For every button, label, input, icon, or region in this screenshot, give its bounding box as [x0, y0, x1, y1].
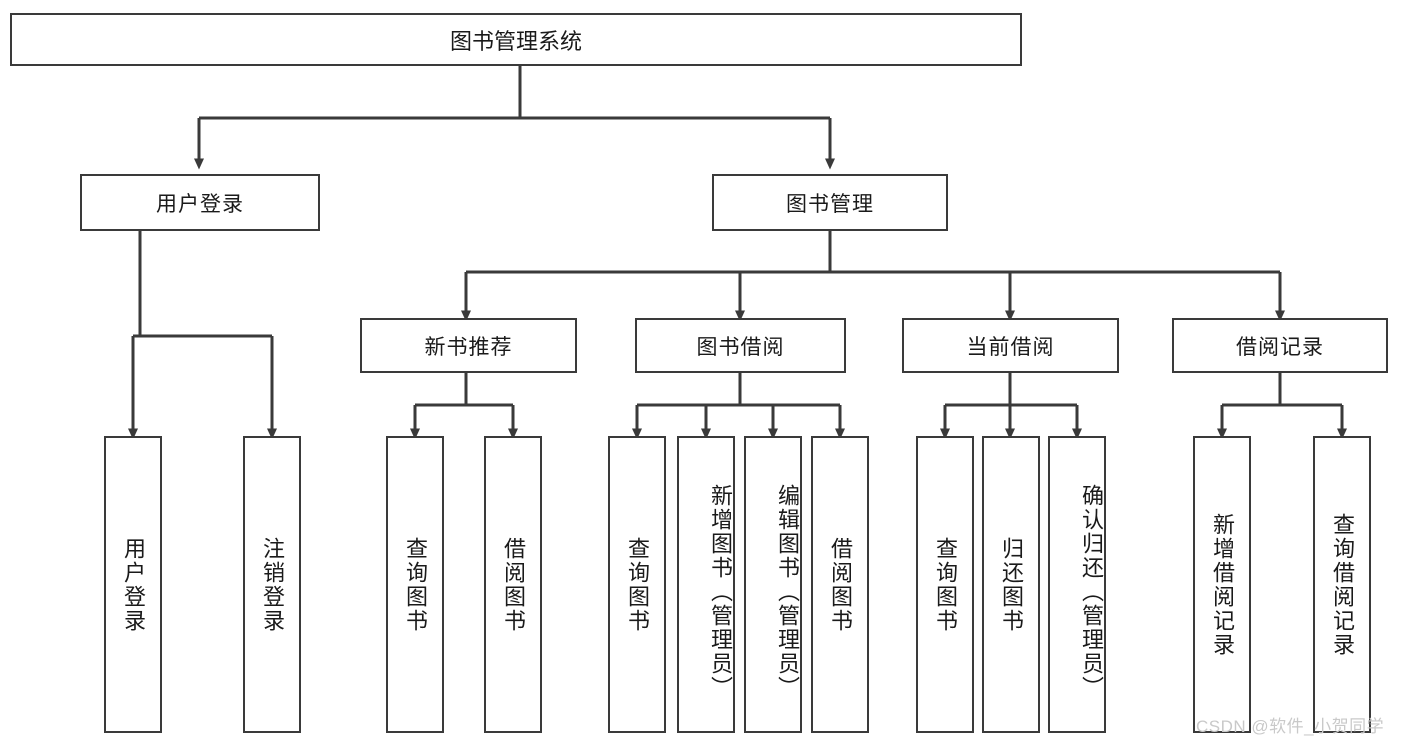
leaf-query-book-borrow[interactable]: 查询图书	[608, 436, 666, 733]
node-book-borrow[interactable]: 图书借阅	[635, 318, 846, 373]
leaf-edit-book-admin[interactable]: 编辑图书（管理员）	[744, 436, 802, 733]
leaf-borrow-book[interactable]: 借阅图书	[811, 436, 869, 733]
leaf-return-book[interactable]: 归还图书	[982, 436, 1040, 733]
leaf-confirm-return-admin[interactable]: 确认归还（管理员）	[1048, 436, 1106, 733]
leaf-query-borrow-record[interactable]: 查询借阅记录	[1313, 436, 1371, 733]
leaf-query-book-current[interactable]: 查询图书	[916, 436, 974, 733]
leaf-borrow-book-recommend[interactable]: 借阅图书	[484, 436, 542, 733]
leaf-logout[interactable]: 注销登录	[243, 436, 301, 733]
node-new-book-recommend[interactable]: 新书推荐	[360, 318, 577, 373]
leaf-user-login[interactable]: 用户登录	[104, 436, 162, 733]
leaf-add-book-admin[interactable]: 新增图书（管理员）	[677, 436, 735, 733]
node-user-login[interactable]: 用户登录	[80, 174, 320, 231]
leaf-add-borrow-record[interactable]: 新增借阅记录	[1193, 436, 1251, 733]
node-current-borrow[interactable]: 当前借阅	[902, 318, 1119, 373]
leaf-query-book-recommend[interactable]: 查询图书	[386, 436, 444, 733]
watermark: CSDN @软件_小贺同学	[1196, 717, 1385, 736]
node-book-management[interactable]: 图书管理	[712, 174, 948, 231]
node-root[interactable]: 图书管理系统	[10, 13, 1022, 66]
node-borrow-record[interactable]: 借阅记录	[1172, 318, 1388, 373]
